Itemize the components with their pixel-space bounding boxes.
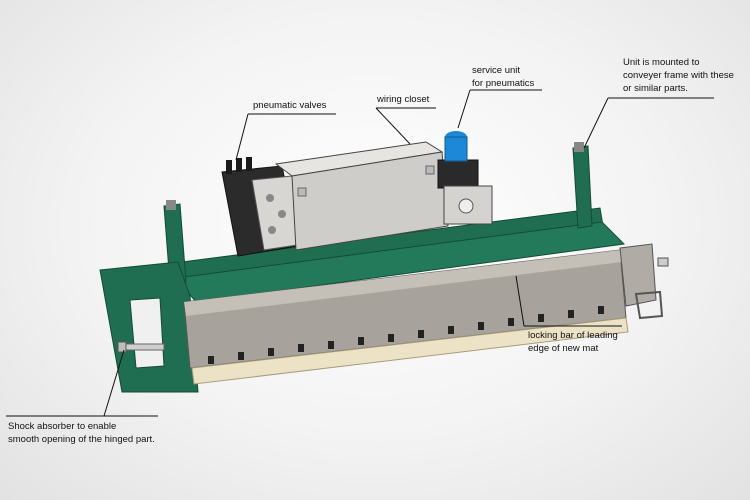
shock-absorber [117,341,165,353]
brush-roller [191,317,629,385]
label-locking-bar: locking bar of leading edge of new mat [528,330,618,354]
wiring-closet [274,141,449,251]
label-service-unit: service unit for pneumatics [472,65,535,89]
label-wiring-closet: wiring closet [377,94,430,105]
right-end-housing [619,243,669,320]
service-unit [437,131,493,225]
label-pneumatic-valves: pneumatic valves [253,100,327,111]
label-mounting-note: Unit is mounted to conveyer frame with t… [623,57,734,94]
left-end-frame [99,261,199,393]
leader-lines [6,89,714,417]
clamp-teeth-row [208,306,604,364]
pneumatic-valve-stack [221,157,305,257]
label-shock-absorber: Shock absorber to enable smooth opening … [8,421,155,445]
